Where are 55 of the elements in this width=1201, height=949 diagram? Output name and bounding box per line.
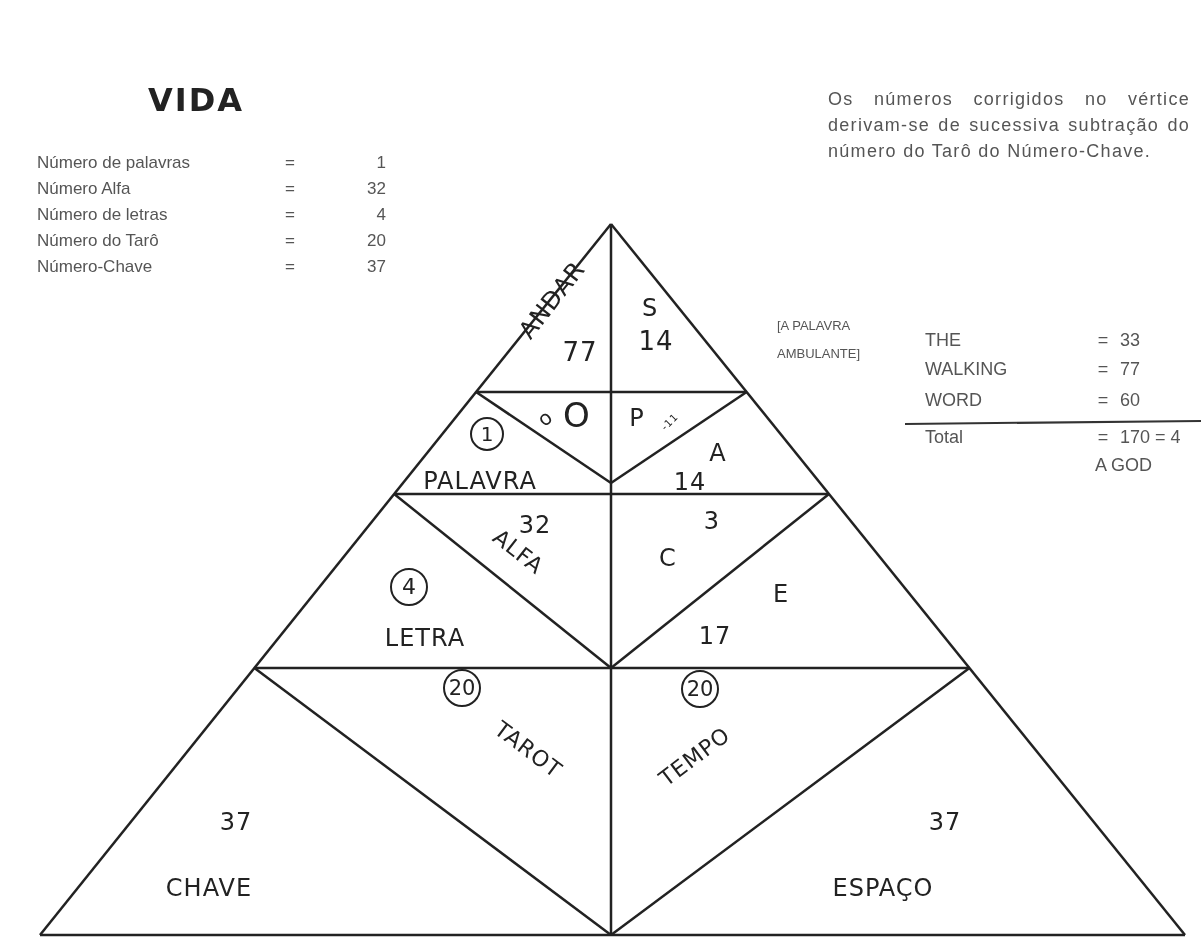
value-number: 170 = 4 bbox=[1120, 428, 1181, 446]
number-label: 37 bbox=[928, 810, 962, 834]
equals-sign: = bbox=[285, 257, 295, 275]
number-label: -11 bbox=[659, 411, 681, 433]
value-number: 33 bbox=[1120, 331, 1141, 349]
equals-sign: = bbox=[285, 231, 295, 249]
row-label: Total bbox=[925, 428, 964, 446]
circled-number: 20 bbox=[443, 669, 481, 707]
note-text: Os números corrigidos no vértice derivam-se de sucessiva subtração do número do Tarô do Número-Chave. bbox=[828, 88, 1190, 163]
row-label: Número de letras bbox=[37, 205, 168, 223]
number-label: 37 bbox=[219, 810, 253, 834]
circled-number: 4 bbox=[390, 568, 428, 606]
row-label: WORD bbox=[925, 391, 982, 409]
equals-sign: = bbox=[1097, 331, 1109, 349]
equals-sign: = bbox=[1097, 391, 1109, 409]
value-number: 77 bbox=[1120, 360, 1141, 378]
row-label: THE bbox=[925, 331, 961, 349]
letter-label: C bbox=[659, 546, 677, 570]
letter-label: o bbox=[533, 406, 557, 430]
value-number: 32 bbox=[367, 179, 386, 197]
word-label: ESPAÇO bbox=[832, 876, 934, 900]
row-label: Número-Chave bbox=[37, 257, 153, 275]
row-label: Número Alfa bbox=[37, 179, 131, 197]
letter-label: S bbox=[641, 296, 659, 320]
equals-sign: = bbox=[1097, 360, 1109, 378]
bracket-note: [A PALAVRA AMBULANTE] bbox=[777, 317, 862, 363]
row-label: Número de palavras bbox=[37, 153, 191, 171]
number-label: 14 bbox=[638, 328, 674, 354]
circled-number: 20 bbox=[681, 670, 719, 708]
row-label: Número do Tarô bbox=[37, 231, 159, 249]
equals-sign: = bbox=[285, 205, 295, 223]
value-number: 20 bbox=[367, 231, 386, 249]
equals-sign: = bbox=[1097, 428, 1109, 446]
word-label: CHAVE bbox=[165, 876, 253, 900]
letter-label: E bbox=[772, 582, 790, 606]
number-label: 17 bbox=[698, 624, 732, 648]
number-label: 3 bbox=[703, 509, 721, 533]
equals-sign: = bbox=[285, 153, 295, 171]
row-label: WALKING bbox=[925, 360, 1008, 378]
result-label: A GOD bbox=[1095, 456, 1152, 474]
letter-label: O bbox=[563, 398, 591, 432]
value-number: 37 bbox=[367, 257, 386, 275]
value-number: 1 bbox=[376, 153, 386, 171]
letter-label: P bbox=[629, 406, 645, 430]
letter-label: A bbox=[709, 441, 727, 465]
number-label: 77 bbox=[562, 339, 598, 365]
equals-sign: = bbox=[285, 179, 295, 197]
number-label: 14 bbox=[673, 470, 707, 494]
title: VIDA bbox=[148, 84, 244, 116]
value-number: 4 bbox=[376, 205, 386, 223]
number-label: 32 bbox=[518, 513, 552, 537]
word-label: PALAVRA bbox=[423, 469, 537, 493]
circled-number: 1 bbox=[470, 417, 504, 451]
value-number: 60 bbox=[1120, 391, 1141, 409]
word-label: LETRA bbox=[384, 626, 466, 650]
